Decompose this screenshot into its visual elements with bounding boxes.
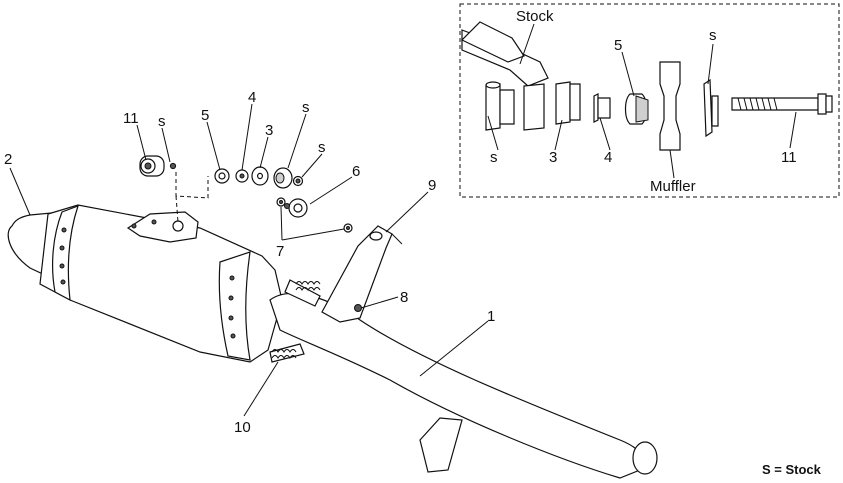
callout-5: 5 [201, 107, 209, 124]
callout-11: 11 [123, 110, 139, 127]
callout-2: 2 [4, 151, 12, 168]
mount-bracket [321, 225, 403, 323]
callout-1: 1 [487, 308, 495, 325]
inset-label-stock: Stock [516, 8, 554, 25]
legend-stock: S = Stock [762, 462, 822, 477]
inset-callout-3: 3 [549, 149, 557, 166]
assembly-dashes [175, 172, 209, 223]
callout-4: 4 [248, 89, 256, 106]
callout-s-grommet: s [302, 99, 310, 116]
callout-10: 10 [234, 419, 251, 436]
callout-8: 8 [400, 289, 408, 306]
inset-detail: Stock 5 s s 3 4 11 Muffler [459, 3, 840, 198]
muffler-body [7, 204, 283, 363]
spring-lower [271, 349, 297, 359]
callout-7: 7 [276, 243, 284, 260]
leader-lines [9, 103, 489, 417]
bolt-7 [276, 197, 353, 233]
callout-6: 6 [352, 163, 360, 180]
callout-s-nut: s [318, 139, 326, 156]
inset-callout-s-washer: s [709, 27, 717, 44]
inset-callout-4: 4 [604, 149, 612, 166]
callout-3: 3 [265, 122, 273, 139]
bolt-8 [354, 304, 362, 312]
callout-9: 9 [428, 177, 436, 194]
spring-upper [295, 281, 321, 291]
callout-s-mount: s [158, 113, 166, 130]
inset-callout-s-spacer: s [490, 149, 498, 166]
inset-label-muffler: Muffler [650, 178, 696, 195]
hardware-stack [139, 155, 308, 218]
inset-callout-5: 5 [614, 37, 622, 54]
inset-callout-11: 11 [781, 149, 797, 166]
